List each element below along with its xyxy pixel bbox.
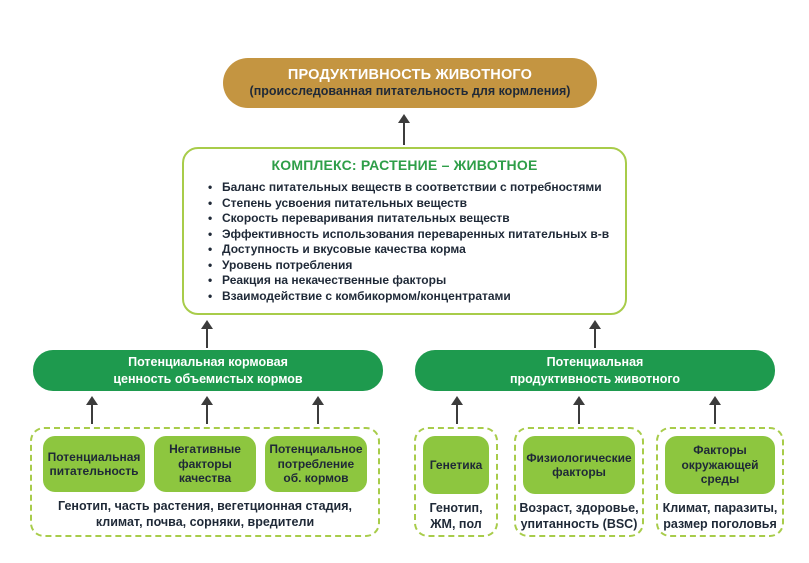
factor-genetics: Генетика bbox=[423, 436, 489, 494]
arrow-animal-to-complex bbox=[589, 320, 601, 348]
arrow-head-icon bbox=[573, 396, 585, 405]
environment-caption: Климат, паразиты, размер поголовья bbox=[662, 501, 778, 531]
productivity-title: ПРОДУКТИВНОСТЬ ЖИВОТНОГО bbox=[287, 67, 533, 84]
arrow-stem bbox=[403, 121, 405, 145]
arrow-head-icon bbox=[451, 396, 463, 405]
factor-potential-intake: Потенциальное потребление об. кормов bbox=[264, 436, 367, 492]
arrow-head-icon bbox=[589, 320, 601, 329]
arrow-stem bbox=[578, 403, 580, 424]
arrow-stem bbox=[91, 403, 93, 424]
arrow-stem bbox=[456, 403, 458, 424]
factor-negative-quality: Негативные факторы качества bbox=[153, 436, 257, 492]
complex-item: Эффективность использования переваренных… bbox=[206, 227, 619, 243]
factor-potential-nutrition: Потенциальная питательность bbox=[43, 436, 146, 492]
productivity-subtitle: (происследованная питательность для корм… bbox=[249, 84, 571, 99]
physiology-caption: Возраст, здоровье, упитанность (BSC) bbox=[519, 501, 639, 531]
genetics-caption: Генотип, ЖМ, пол bbox=[429, 501, 483, 531]
arrow-forage-to-complex bbox=[201, 320, 213, 348]
complex-item: Степень усвоения питательных веществ bbox=[206, 196, 619, 212]
complex-item: Взаимодействие с комбикормом/концентрата… bbox=[206, 289, 619, 305]
arrow-stem bbox=[594, 327, 596, 348]
factor-environment: Факторы окружающей среды bbox=[665, 436, 775, 494]
arrow-quality-to-forage bbox=[201, 396, 213, 424]
complex-list: Баланс питательных веществ в соответстви… bbox=[206, 180, 619, 304]
arrow-head-icon bbox=[201, 396, 213, 405]
arrow-stem bbox=[206, 327, 208, 348]
factor-physiology: Физиологические факторы bbox=[523, 436, 635, 494]
arrow-head-icon bbox=[86, 396, 98, 405]
arrow-physiology-to-animal bbox=[573, 396, 585, 424]
environment-group: Факторы окружающей среды Климат, паразит… bbox=[656, 427, 784, 537]
complex-item: Уровень потребления bbox=[206, 258, 619, 274]
arrow-head-icon bbox=[709, 396, 721, 405]
genetics-group: Генетика Генотип, ЖМ, пол bbox=[414, 427, 498, 537]
arrow-intake-to-forage bbox=[312, 396, 324, 424]
physiology-group: Физиологические факторы Возраст, здоровь… bbox=[514, 427, 644, 537]
forage-factors-caption: Генотип, часть растения, вегетционная ст… bbox=[58, 499, 352, 529]
arrow-head-icon bbox=[201, 320, 213, 329]
animal-potential-box: Потенциальная продуктивность животного bbox=[415, 350, 775, 391]
complex-item: Скорость переваривания питательных вещес… bbox=[206, 211, 619, 227]
arrow-stem bbox=[206, 403, 208, 424]
arrow-head-icon bbox=[312, 396, 324, 405]
complex-item: Реакция на некачественные факторы bbox=[206, 273, 619, 289]
complex-title: КОМПЛЕКС: РАСТЕНИЕ – ЖИВОТНОЕ bbox=[271, 157, 538, 173]
forage-factors-group: Потенциальная питательность Негативные ф… bbox=[30, 427, 380, 537]
arrow-environment-to-animal bbox=[709, 396, 721, 424]
forage-factor-row: Потенциальная питательность Негативные ф… bbox=[32, 429, 378, 492]
arrow-stem bbox=[317, 403, 319, 424]
complex-item: Доступность и вкусовые качества корма bbox=[206, 242, 619, 258]
arrow-nutrition-to-forage bbox=[86, 396, 98, 424]
arrow-stem bbox=[714, 403, 716, 424]
productivity-box: ПРОДУКТИВНОСТЬ ЖИВОТНОГО (происследованн… bbox=[223, 58, 597, 108]
arrow-genetics-to-animal bbox=[451, 396, 463, 424]
arrow-head-icon bbox=[398, 114, 410, 123]
complex-box: КОМПЛЕКС: РАСТЕНИЕ – ЖИВОТНОЕ Баланс пит… bbox=[182, 147, 627, 315]
forage-value-box: Потенциальная кормовая ценность объемист… bbox=[33, 350, 383, 391]
complex-item: Баланс питательных веществ в соответстви… bbox=[206, 180, 619, 196]
arrow-complex-to-productivity bbox=[398, 114, 410, 145]
